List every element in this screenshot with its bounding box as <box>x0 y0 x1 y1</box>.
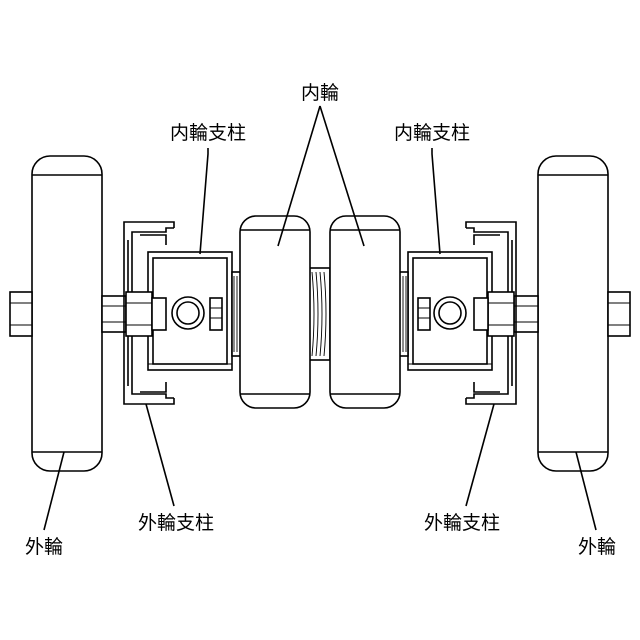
label-inner-wheel-strut-left: 内輪支柱 <box>170 124 246 143</box>
label-inner-wheel-strut-right: 内輪支柱 <box>394 124 470 143</box>
outer-wheel-left <box>32 156 102 471</box>
outer-wheel-right <box>538 156 608 471</box>
label-outer-wheel-strut-right: 外輪支柱 <box>424 514 500 533</box>
bearing-center <box>308 268 330 360</box>
label-outer-wheel-right: 外輪 <box>578 538 616 557</box>
label-outer-wheel-strut-left: 外輪支柱 <box>138 514 214 533</box>
label-inner-wheel: 内輪 <box>301 84 339 103</box>
label-outer-wheel-left: 外輪 <box>25 538 63 557</box>
inner-wheel-left <box>240 216 310 408</box>
inner-wheel-right <box>330 216 400 408</box>
